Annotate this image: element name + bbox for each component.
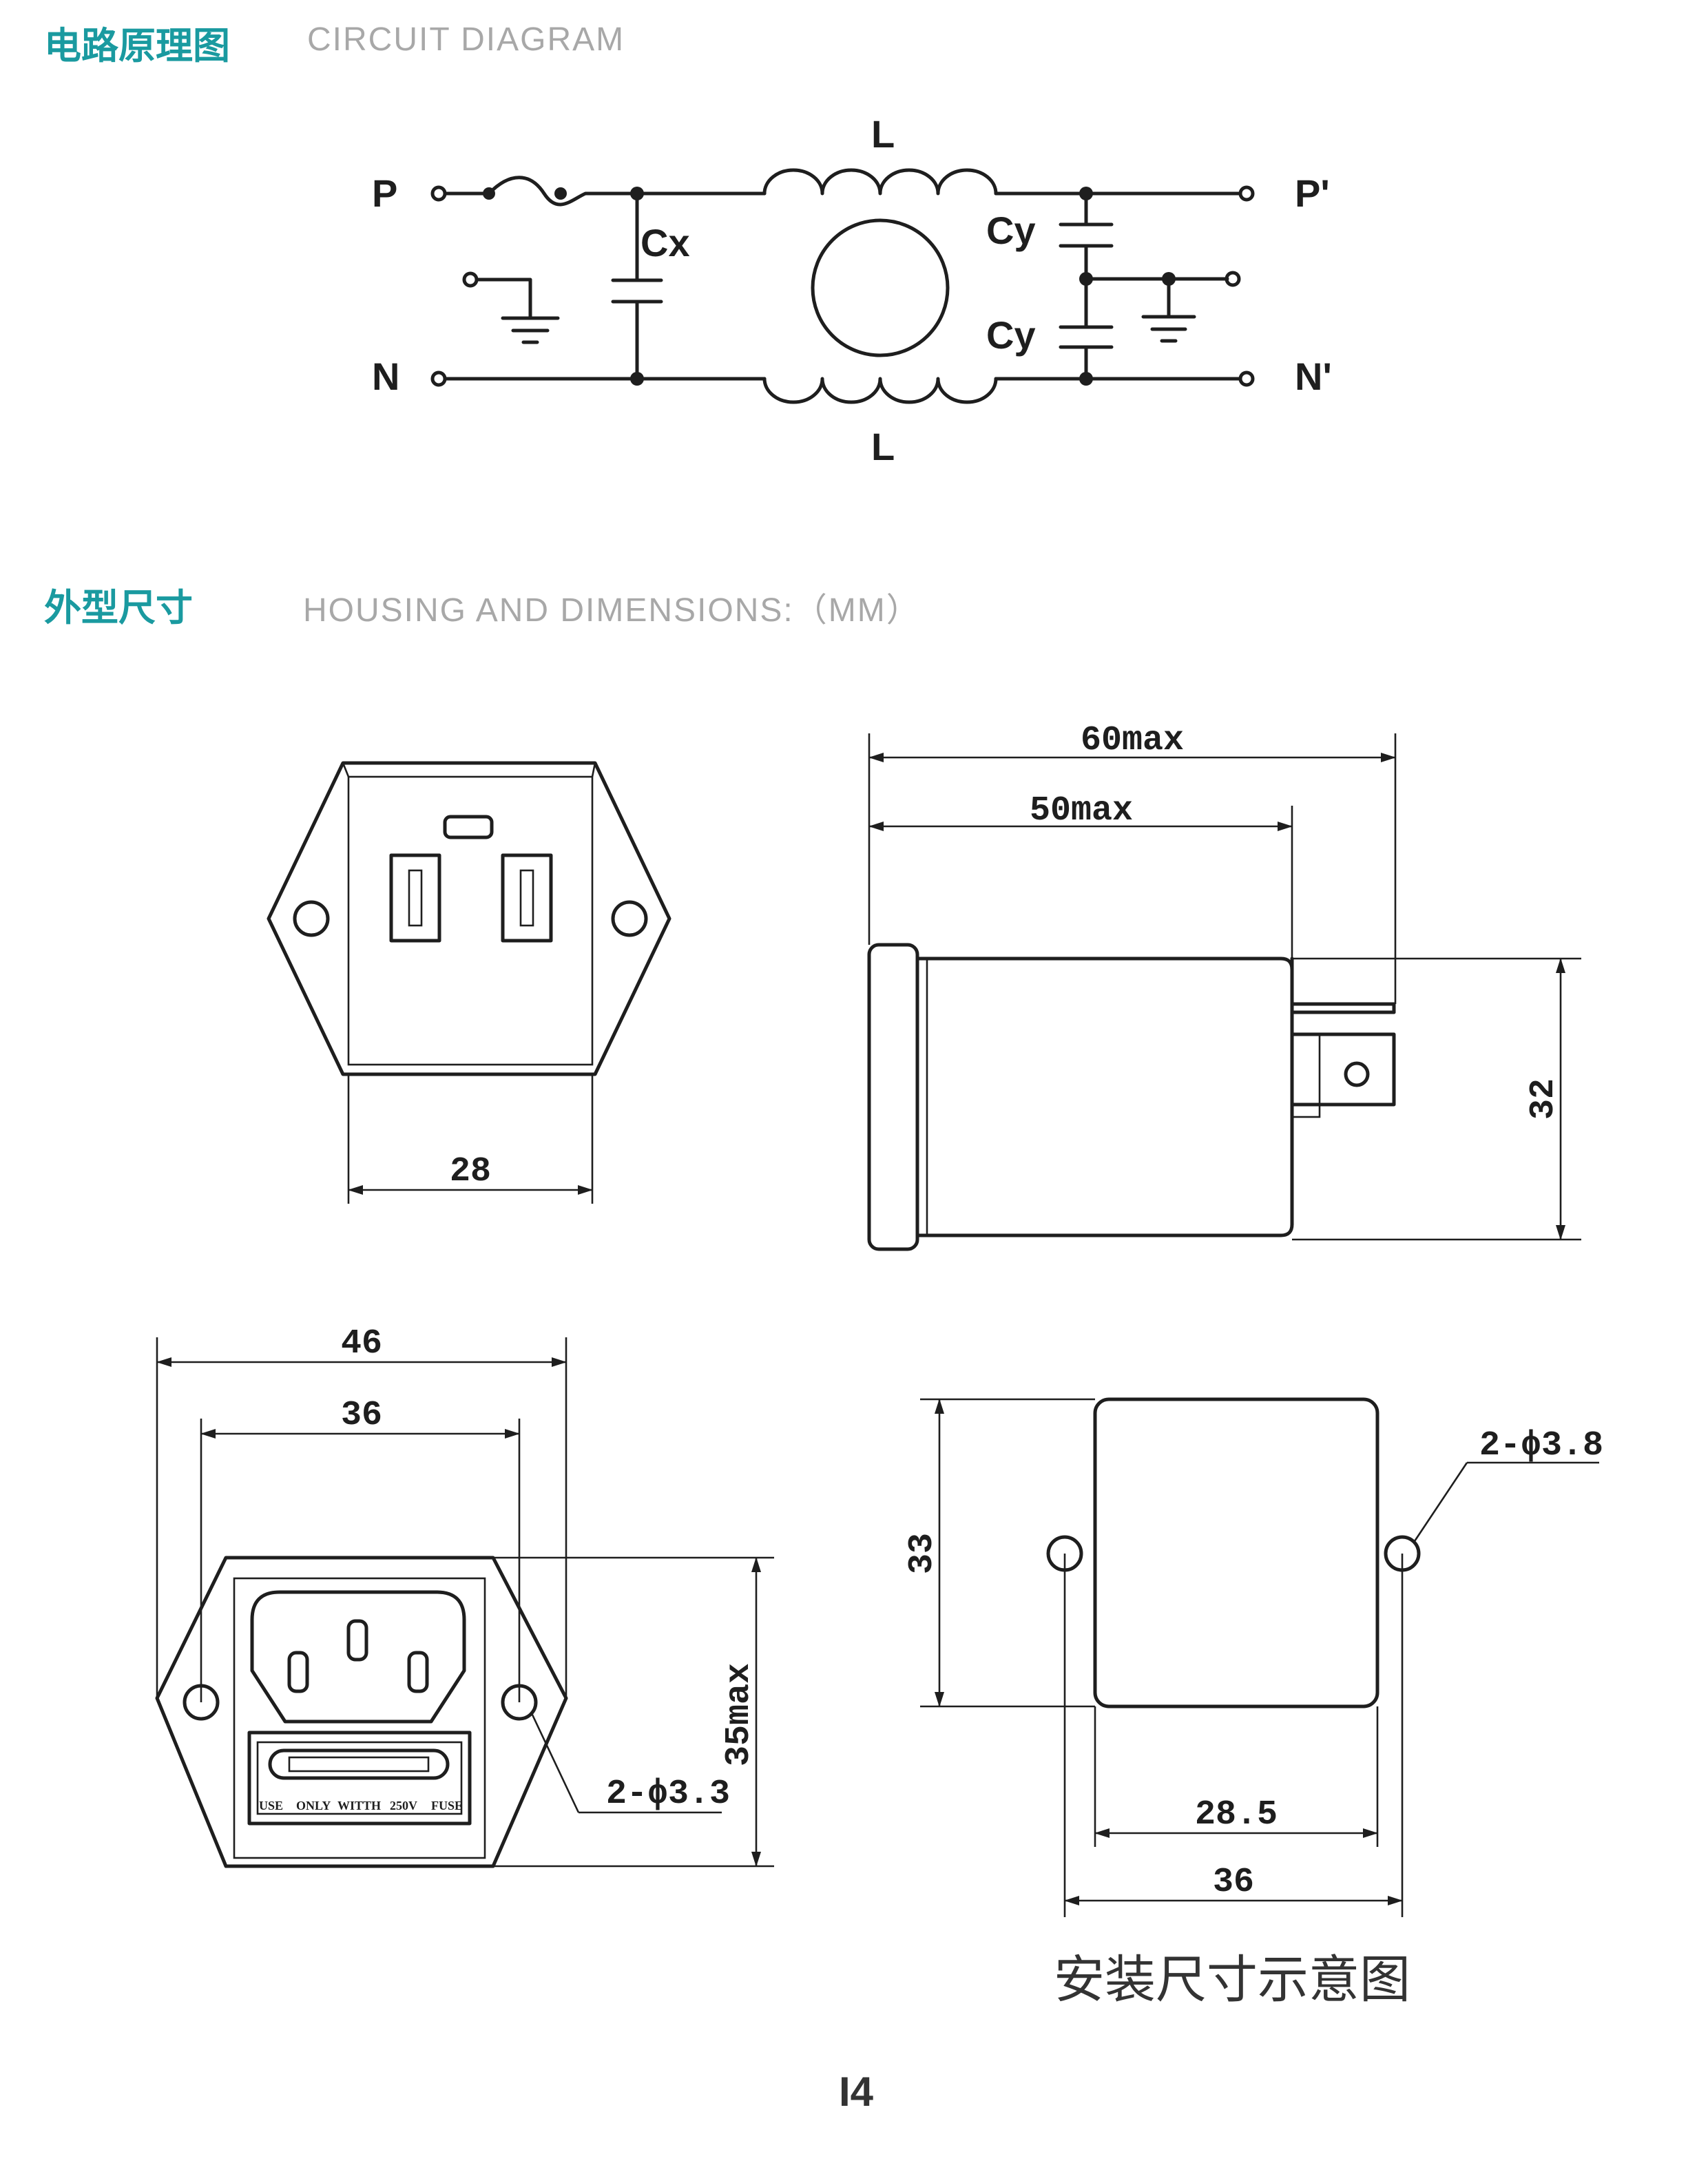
side-tab xyxy=(1290,1032,1396,1107)
dim-mount-height: 33 xyxy=(903,1533,942,1574)
capacitor-cx xyxy=(611,191,663,381)
front-view: 28 xyxy=(267,761,671,1204)
label-n-out: N' xyxy=(1295,355,1332,398)
side-body xyxy=(915,957,1294,1237)
page-number: I4 xyxy=(839,2069,874,2115)
fuse-drawer xyxy=(247,1731,472,1826)
terminal-n-out-dot xyxy=(1238,370,1255,387)
dim-side-body: 50max xyxy=(1030,791,1133,830)
dim-mount-body: 28.5 xyxy=(1195,1795,1278,1835)
front-pin-left xyxy=(389,853,441,943)
rear-view: USE ONLY WITTH 250V FUSE 46 36 35max 2-ϕ… xyxy=(155,1324,774,1868)
label-rear-holes: 2-ϕ3.3 xyxy=(606,1775,730,1814)
fuse-text-4: 250V xyxy=(390,1799,417,1812)
label-cy-top: Cy xyxy=(986,209,1036,252)
ground-right-icon xyxy=(1141,277,1196,343)
fuse-text-3: WITTH xyxy=(337,1799,381,1812)
fuse-holder xyxy=(268,1748,450,1780)
side-view: 60max 50max 32 xyxy=(867,721,1581,1251)
ground-left-terminal xyxy=(462,271,479,288)
fuse-text-1: USE xyxy=(259,1799,283,1812)
inductor-top xyxy=(762,168,998,196)
iec-inlet xyxy=(250,1590,466,1724)
label-l-top: L xyxy=(871,112,895,156)
dim-rear-holes: 36 xyxy=(341,1396,382,1435)
circuit-title-cn: 电路原理图 xyxy=(44,24,230,67)
circuit-diagram: P N P' N' L L Cx Cy Cy xyxy=(372,112,1332,468)
side-tab-top xyxy=(1290,1002,1396,1014)
label-n: N xyxy=(372,355,399,398)
fuse-text-5: FUSE xyxy=(431,1799,463,1812)
label-cy-bottom: Cy xyxy=(986,313,1036,357)
capacitors-cy xyxy=(1059,191,1114,381)
housing-title-en: HOUSING AND DIMENSIONS:（MM） xyxy=(303,592,921,629)
mount-caption: 安装尺寸示意图 xyxy=(1054,1950,1410,2009)
inlet-pin-top xyxy=(346,1619,368,1662)
side-flange xyxy=(867,943,919,1251)
dim-rear-height: 35max xyxy=(720,1663,759,1766)
choke-core xyxy=(811,218,950,357)
terminal-p-dot xyxy=(430,185,447,202)
fuse-text-2: ONLY xyxy=(296,1799,331,1812)
fuse-line xyxy=(443,176,767,207)
side-tab-hole xyxy=(1344,1061,1370,1087)
dim-mount-holes: 36 xyxy=(1213,1863,1254,1902)
dim-side-total: 60max xyxy=(1081,721,1184,760)
label-cx: Cx xyxy=(640,221,690,264)
mounting-view: 33 28.5 36 2-ϕ3.8 安装尺寸示意图 xyxy=(903,1397,1603,2009)
front-ground-slot xyxy=(443,815,494,839)
label-mount-holes: 2-ϕ3.8 xyxy=(1479,1426,1603,1465)
dim-front-width: 28 xyxy=(450,1152,491,1191)
inlet-pin-left xyxy=(287,1651,309,1693)
front-pin-right xyxy=(501,853,553,943)
dim-side-height: 32 xyxy=(1524,1078,1563,1120)
mount-cutout xyxy=(1093,1397,1379,1708)
front-hole-right xyxy=(611,900,648,937)
front-hole-left xyxy=(293,900,330,937)
inductor-bottom xyxy=(762,377,998,404)
ground-right-terminal xyxy=(1225,271,1241,287)
circuit-title-en: CIRCUIT DIAGRAM xyxy=(307,21,625,58)
housing-title-cn: 外型尺寸 xyxy=(44,586,193,629)
ground-left-icon xyxy=(475,278,560,344)
terminal-p-out-dot xyxy=(1238,185,1255,202)
label-p-out: P' xyxy=(1295,171,1330,215)
terminal-n-dot xyxy=(430,370,447,387)
label-l-bottom: L xyxy=(871,425,895,468)
label-p: P xyxy=(372,171,397,215)
dim-rear-flange: 46 xyxy=(341,1324,382,1363)
inlet-pin-right xyxy=(407,1651,429,1693)
